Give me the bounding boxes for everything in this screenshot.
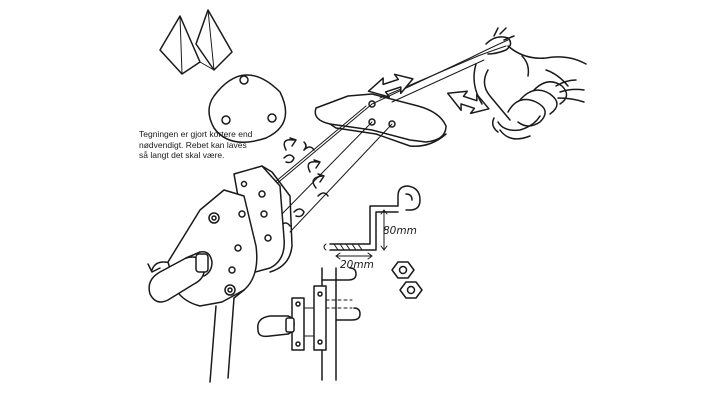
triangle-block-parts bbox=[159, 9, 233, 75]
knot-illustration bbox=[491, 69, 585, 140]
caption-line-3: så langt det skal være. bbox=[139, 150, 225, 160]
caption-line-2: nødvendigt. Rebet kan laves bbox=[139, 139, 247, 150]
crank-assembly-detail bbox=[257, 267, 361, 381]
width-dimension-label: 20mm bbox=[340, 259, 374, 271]
rotation-arrows bbox=[147, 137, 325, 273]
height-dimension-label: 80mm bbox=[383, 225, 417, 237]
caption-line-1: Tegningen er gjort kortere end bbox=[139, 129, 253, 139]
dimensioned-hook bbox=[323, 185, 421, 260]
crank-handle bbox=[148, 250, 213, 303]
triangular-plate bbox=[208, 74, 287, 143]
caption-text: Tegningen er gjort kortere end nødvendig… bbox=[139, 129, 289, 161]
strand-hooks bbox=[279, 141, 329, 227]
far-crank-board bbox=[314, 93, 447, 147]
hands-with-rope bbox=[473, 27, 587, 121]
hex-nuts bbox=[391, 261, 423, 299]
support-post bbox=[209, 289, 245, 383]
